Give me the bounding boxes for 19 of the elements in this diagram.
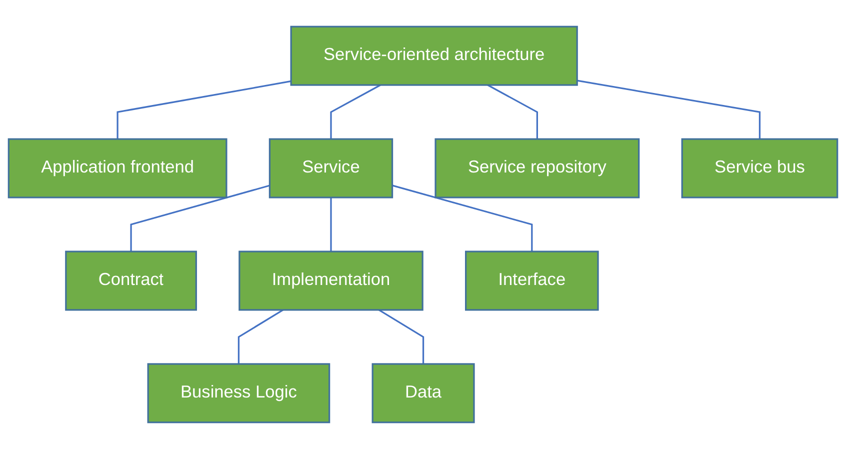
node-box: Service repository [434,138,640,198]
connector [330,84,381,140]
node-box: Application frontend [8,138,228,198]
connector [392,184,533,252]
connector [576,80,761,140]
connector [378,309,424,364]
node-box: Service-oriented architecture [290,26,578,86]
node-box: Service [268,138,394,198]
node-box: Contract [65,250,197,311]
connector [238,309,284,364]
node-box: Implementation [238,250,424,311]
node-box: Service bus [681,138,838,198]
connector [330,197,332,252]
connector [487,84,538,140]
node-box: Interface [465,250,599,311]
connector [130,184,270,252]
node-box: Data [372,363,475,424]
node-box: Business Logic [147,363,330,424]
connector [116,80,292,140]
